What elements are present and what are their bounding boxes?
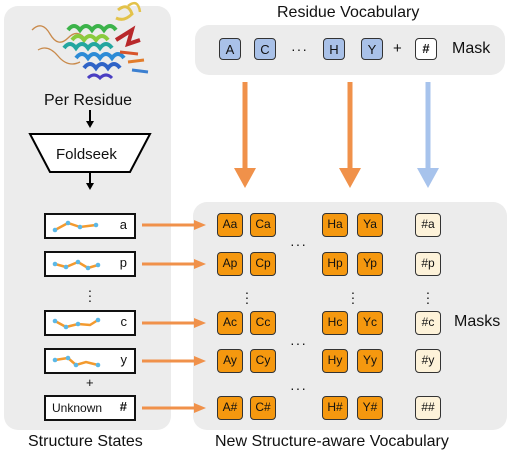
unknown-symbol: # — [119, 399, 127, 414]
token-hc: Hc — [322, 311, 348, 335]
backbone-fragment-icon — [52, 220, 99, 233]
state-vertical-ellipsis: ··· — [87, 282, 93, 308]
mask-label: Mask — [452, 40, 491, 57]
structure-state-y: y — [44, 348, 136, 374]
structure-state-p: p — [44, 251, 136, 277]
new-vocabulary-caption: New Structure-aware Vocabulary — [215, 433, 449, 450]
unknown-label: Unknown — [52, 401, 103, 415]
token-hy: Hy — [322, 349, 348, 373]
mask-token-a: #a — [415, 213, 441, 237]
token-yc: Yc — [357, 311, 383, 335]
token-a-unknown: A# — [217, 396, 243, 420]
state-label-a: a — [119, 217, 127, 232]
per-residue-label: Per Residue — [44, 92, 133, 109]
residue-vocabulary-panel — [195, 25, 505, 75]
residue-token-a: A — [219, 38, 241, 60]
token-yy: Yy — [357, 349, 383, 373]
structure-state-c: c — [44, 310, 136, 336]
state-label-c: c — [120, 314, 128, 329]
token-ya: Ya — [357, 213, 383, 237]
token-ca: Ca — [250, 213, 276, 237]
token-hp: Hp — [322, 252, 348, 276]
mask-token: # — [415, 38, 437, 60]
vertical-ellipsis-col3: ··· — [350, 284, 356, 310]
foldseek-label: Foldseek — [56, 146, 117, 163]
plus-sign: + — [393, 40, 402, 57]
residue-token-h: H — [323, 38, 345, 60]
token-cy: Cy — [250, 349, 276, 373]
row-ellipsis: ··· — [290, 380, 307, 396]
state-label-p: p — [119, 255, 127, 270]
structure-states-caption: Structure States — [28, 433, 143, 450]
row-ellipsis: ··· — [290, 236, 307, 252]
state-label-y: y — [120, 352, 128, 367]
vertical-ellipsis-col5: ··· — [425, 284, 431, 310]
token-ha: Ha — [322, 213, 348, 237]
token-yp: Yp — [357, 252, 383, 276]
states-plus-sign: + — [86, 375, 94, 390]
foldseek-funnel — [28, 110, 152, 190]
backbone-fragment-icon — [52, 259, 101, 271]
row-ellipsis: ··· — [290, 335, 307, 351]
mask-token-p: #p — [415, 252, 441, 276]
token-h-unknown: H# — [322, 396, 348, 420]
backbone-fragment-icon — [52, 355, 101, 368]
mask-token-c: #c — [415, 311, 441, 335]
token-aa: Aa — [217, 213, 243, 237]
structure-state-unknown: Unknown # — [44, 395, 136, 421]
token-cc: Cc — [250, 311, 276, 335]
masks-label: Masks — [454, 313, 501, 330]
token-y-unknown: Y# — [357, 396, 383, 420]
structure-state-a: a — [44, 213, 136, 239]
mask-token-unknown: ## — [415, 396, 441, 420]
token-ap: Ap — [217, 252, 243, 276]
vertical-ellipsis-col1: ··· — [244, 284, 250, 310]
token-c-unknown: C# — [250, 396, 276, 420]
residue-vocabulary-title: Residue Vocabulary — [277, 4, 420, 21]
backbone-fragment-icon — [52, 317, 101, 330]
new-vocabulary-panel — [193, 202, 507, 430]
mask-token-y: #y — [415, 349, 441, 373]
residue-ellipsis: ··· — [291, 41, 308, 57]
token-ay: Ay — [217, 349, 243, 373]
token-ac: Ac — [217, 311, 243, 335]
protein-structure-image — [31, 1, 149, 81]
residue-token-y: Y — [361, 38, 383, 60]
residue-token-c: C — [254, 38, 276, 60]
token-cp: Cp — [250, 252, 276, 276]
